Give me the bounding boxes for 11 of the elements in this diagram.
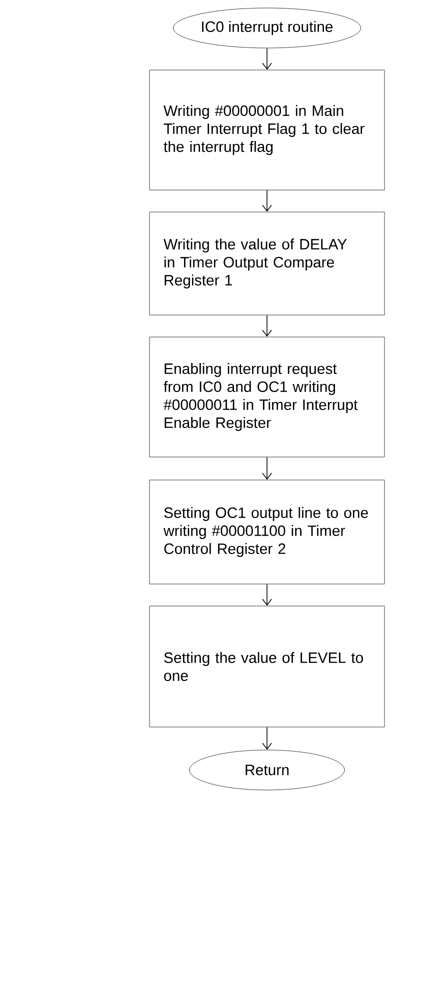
arrow <box>262 314 272 337</box>
process-box: Writing #00000001 in Main Timer Interrupt Flag 1 to clear the interrupt flag <box>149 70 385 190</box>
process-box: Setting OC1 output line to one writing #00001100 in Timer Control Register 2 <box>149 480 385 584</box>
arrow <box>262 48 272 70</box>
arrow <box>262 726 272 750</box>
arrow <box>262 584 272 606</box>
arrow <box>262 456 272 480</box>
process-box: Enabling interrupt request from IC0 and OC1 writing #00000011 in Timer Interrupt Enable Register <box>149 336 385 458</box>
process-box: Writing the value of DELAY in Timer Output Compare Register 1 <box>149 212 385 316</box>
arrow <box>262 190 272 212</box>
process-box: Setting the value of LEVEL to one <box>149 606 385 728</box>
